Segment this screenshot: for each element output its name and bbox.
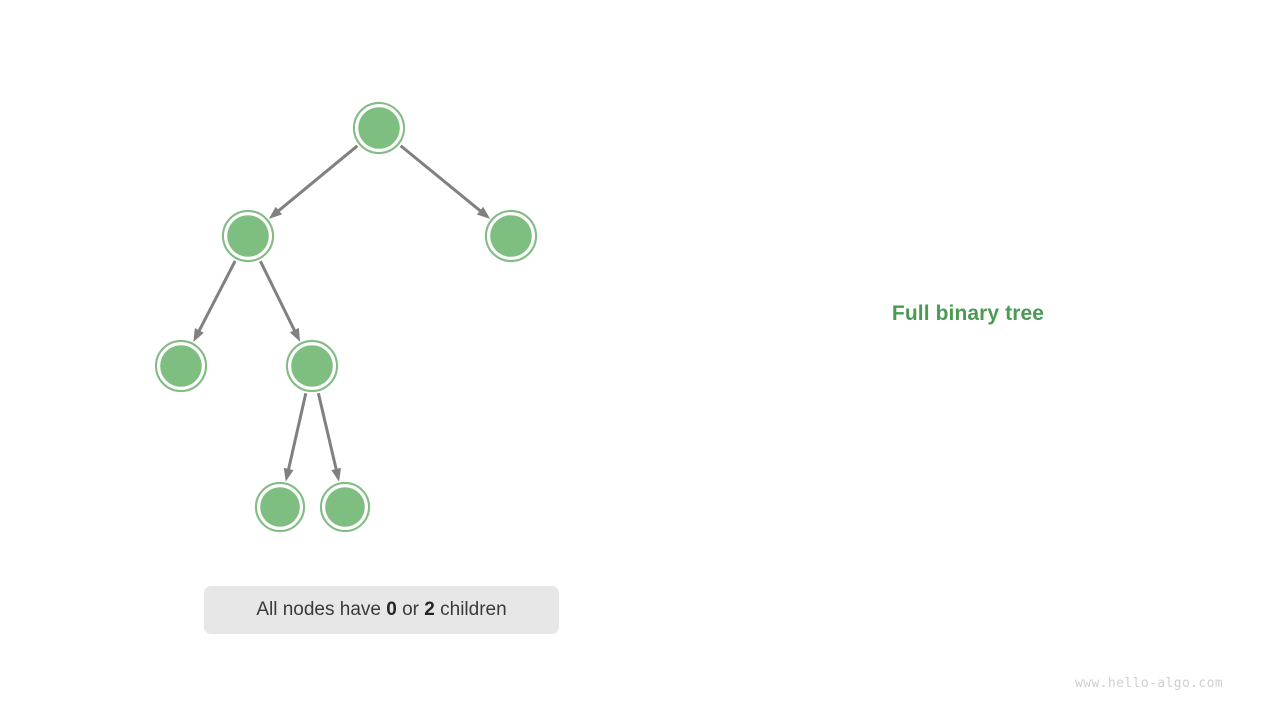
tree-edge-n-lr-to-n-lrl bbox=[286, 392, 308, 472]
tree-edge-root-to-n-r bbox=[399, 144, 483, 214]
tree-edge-n-l-to-n-lr bbox=[259, 260, 297, 333]
page-title: Full binary tree bbox=[891, 302, 1045, 325]
tree-node-root[interactable] bbox=[352, 101, 406, 155]
tree-edge-n-lr-to-n-lrr bbox=[316, 392, 339, 472]
caption-bold-zero: 0 bbox=[386, 599, 397, 620]
tree-node-n-r[interactable] bbox=[484, 209, 538, 263]
caption-middle: or bbox=[396, 599, 425, 620]
tree-node-n-lr[interactable] bbox=[285, 339, 339, 393]
caption-bold-two: 2 bbox=[424, 599, 435, 620]
node-layer bbox=[154, 101, 538, 533]
tree-edge-n-l-to-n-ll bbox=[197, 260, 237, 333]
arrowhead-n-lr-to-n-lrl bbox=[283, 467, 294, 482]
arrowhead-root-to-n-l bbox=[268, 206, 283, 219]
edge-layer bbox=[193, 144, 491, 482]
caption-prefix: All nodes have bbox=[256, 599, 387, 620]
tree-edge-root-to-n-l bbox=[276, 144, 359, 213]
caption-box: All nodes have 0 or 2 children bbox=[204, 586, 559, 634]
tree-node-n-lrl[interactable] bbox=[254, 481, 306, 533]
watermark: www.hello-algo.com bbox=[1075, 676, 1224, 691]
caption-suffix: children bbox=[434, 599, 507, 620]
arrowhead-root-to-n-r bbox=[476, 206, 491, 219]
caption-text: All nodes have 0 or 2 children bbox=[256, 599, 506, 621]
tree-node-n-lrr[interactable] bbox=[319, 481, 371, 533]
tree-node-n-l[interactable] bbox=[221, 209, 275, 263]
arrowhead-n-l-to-n-ll bbox=[193, 328, 204, 342]
arrowhead-n-lr-to-n-lrr bbox=[331, 467, 341, 482]
arrowhead-n-l-to-n-lr bbox=[289, 327, 301, 342]
tree-node-n-ll[interactable] bbox=[154, 339, 208, 393]
